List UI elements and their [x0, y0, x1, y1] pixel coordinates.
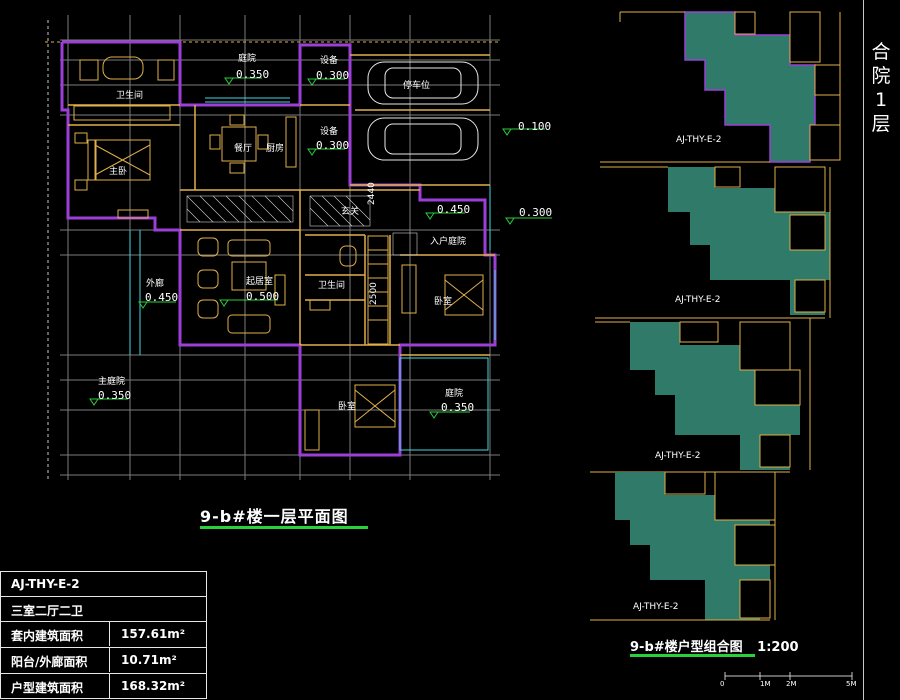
unit-code: AJ-THY-E-2	[11, 577, 80, 591]
right-level: 0.300	[519, 206, 553, 219]
info-separator	[109, 674, 110, 698]
exterior-walls	[60, 40, 497, 457]
room-foyer-label: 玄关	[341, 207, 360, 217]
balcony-area-value: 10.71m²	[121, 653, 177, 667]
scale-bar-2m: 2M	[786, 680, 797, 688]
plan-title-underline	[200, 526, 368, 529]
room-main-court-label: 主庭院	[98, 377, 126, 387]
level-markers	[89, 77, 552, 419]
room-parking-label: 停车位	[403, 81, 431, 91]
plan-title: 9-b#楼一层平面图	[200, 507, 349, 526]
room-entry-court-label: 入户庭院	[430, 237, 467, 247]
room-bed1-label: 卧室	[434, 297, 453, 307]
info-row-indoor: 套内建筑面积 157.61m²	[1, 621, 206, 646]
room-dining-label: 餐厅	[234, 144, 253, 154]
equip2-level: 0.300	[316, 139, 350, 152]
stair-dim-a: 2440	[367, 182, 377, 205]
room-court1-label: 庭院	[238, 54, 257, 64]
balcony-area-label: 阳台/外廊面积	[11, 655, 88, 669]
interior-walls	[68, 54, 495, 356]
room-bath2-label: 卫生间	[318, 281, 346, 291]
scale-bar	[724, 672, 853, 680]
info-row-balcony: 阳台/外廊面积 10.71m²	[1, 647, 206, 672]
sidebar-title: 合院1层	[871, 41, 891, 135]
combo-title-text: 9-b#楼户型组合图	[630, 640, 743, 655]
furniture	[73, 56, 484, 451]
area-info-table: AJ-THY-E-2 三室二厅二卫 套内建筑面积 157.61m² 阳台/外廊面…	[0, 571, 207, 699]
scale-bar-1m: 1M	[760, 680, 771, 688]
room-bed2-label: 卧室	[338, 402, 357, 412]
unit-layout: 三室二厅二卫	[11, 604, 84, 618]
axis-grid	[60, 15, 500, 480]
unit-4-code: AJ-THY-E-2	[633, 602, 679, 612]
info-row-total: 户型建筑面积 168.32m²	[1, 673, 206, 698]
main-court-level: 0.350	[98, 389, 132, 402]
equip1-level: 0.300	[316, 69, 350, 82]
window-lines	[129, 97, 496, 451]
info-row-code: AJ-THY-E-2	[1, 572, 206, 596]
indoor-area-label: 套内建筑面积	[11, 629, 84, 643]
total-area-value: 168.32m²	[121, 679, 186, 693]
unit-3-code: AJ-THY-E-2	[655, 451, 701, 461]
combo-title: 9-b#楼户型组合图 1:200	[630, 636, 799, 655]
level-0100: 0.100	[518, 120, 552, 133]
unit-combination	[590, 11, 841, 621]
room-equip2-label: 设备	[320, 127, 339, 137]
indoor-area-value: 157.61m²	[121, 627, 186, 641]
info-separator	[109, 648, 110, 672]
combo-title-underline	[630, 654, 755, 657]
court1-level: 0.350	[236, 68, 270, 81]
total-area-label: 户型建筑面积	[11, 681, 84, 695]
court2-level: 0.350	[441, 401, 475, 414]
stair-dim-b: 2500	[369, 282, 379, 305]
unit-1-code: AJ-THY-E-2	[676, 135, 722, 145]
parking-cars	[367, 61, 479, 161]
room-corridor-label: 外廊	[146, 279, 165, 289]
room-court2-label: 庭院	[445, 389, 464, 399]
combo-scale: 1:200	[757, 640, 799, 655]
scale-bar-0: 0	[720, 680, 725, 688]
corridor-level: 0.450	[145, 291, 179, 304]
info-separator	[109, 622, 110, 646]
room-kitchen-label: 厨房	[266, 144, 285, 154]
room-bath1-label: 卫生间	[116, 91, 144, 101]
unit-2-code: AJ-THY-E-2	[675, 295, 721, 305]
living-level: 0.500	[246, 290, 280, 303]
room-equip1-label: 设备	[320, 56, 339, 66]
scale-bar-5m: 5M	[846, 680, 857, 688]
room-living-label: 起居室	[246, 277, 274, 287]
entry-level: 0.450	[437, 203, 471, 216]
dimension-lines	[45, 20, 500, 480]
info-row-layout: 三室二厅二卫	[1, 596, 206, 621]
planter-hatch	[186, 195, 418, 256]
room-master-label: 主卧	[109, 167, 128, 177]
title-block-frame	[863, 0, 900, 700]
